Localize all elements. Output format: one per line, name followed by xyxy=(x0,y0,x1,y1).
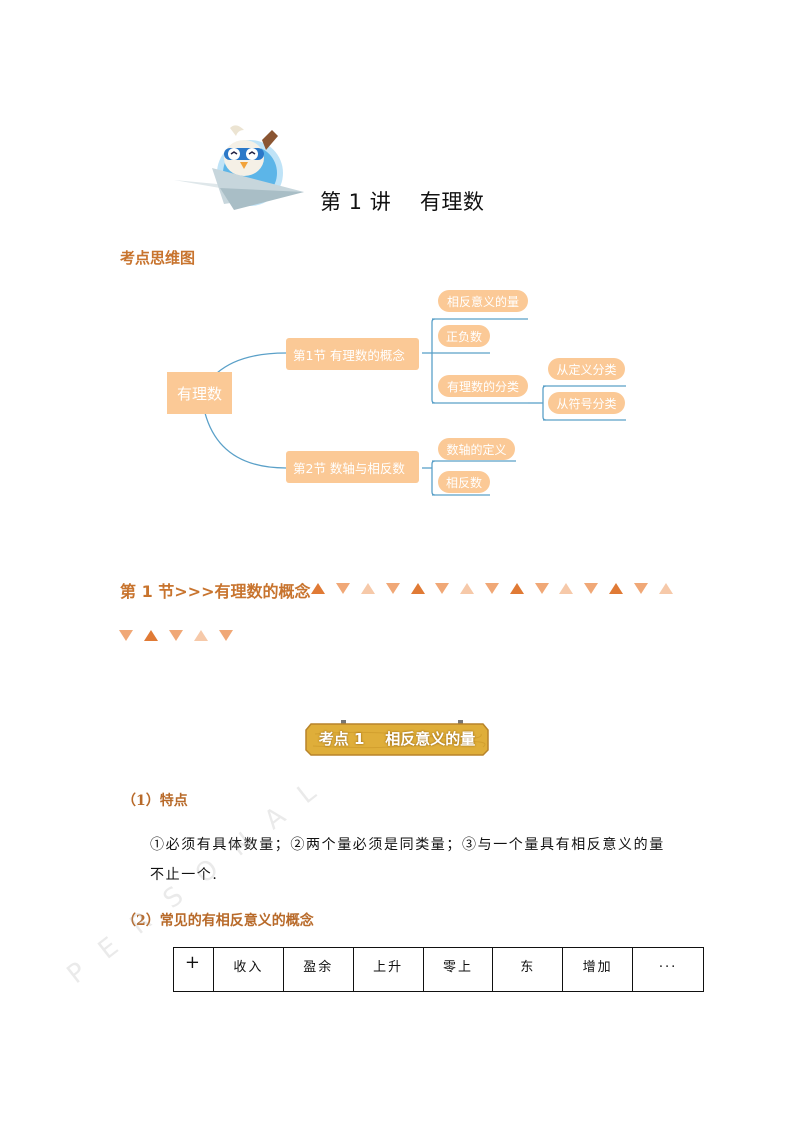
triangle-up-icon xyxy=(405,581,430,595)
mindmap-connectors xyxy=(204,318,626,496)
triangle-up-icon xyxy=(554,581,579,595)
triangle-down-icon xyxy=(380,581,405,595)
opposite-concepts-table: + 收入 盈余 上升 零上 东 增加 ... xyxy=(173,947,704,992)
table-cell: 收入 xyxy=(212,947,284,992)
triangle-up-icon xyxy=(306,581,331,595)
triangle-down-icon xyxy=(579,581,604,595)
triangle-up-icon xyxy=(653,581,678,595)
features-line-2: 不止一个. xyxy=(150,867,219,883)
mindmap-node-number-line-definition: 数轴的定义 xyxy=(438,438,515,460)
table-row: + 收入 盈余 上升 零上 东 增加 ... xyxy=(173,947,704,992)
decorative-triangles-row-2 xyxy=(114,628,238,642)
triangle-down-icon xyxy=(164,628,189,642)
table-cell-plus: + xyxy=(173,947,214,992)
triangle-down-icon xyxy=(213,628,238,642)
table-cell: 东 xyxy=(492,947,564,992)
triangle-down-icon xyxy=(628,581,653,595)
topic-1-label: 考点 1 相反意义的量 xyxy=(318,729,476,748)
table-cell-ellipsis: ... xyxy=(632,947,704,992)
lecture-title: 第 1 讲 有理数 xyxy=(320,190,485,214)
concepts-heading: （2）常见的有相反意义的概念 xyxy=(122,913,314,929)
table-cell: 增加 xyxy=(562,947,634,992)
mindmap-node-opposite-numbers: 相反数 xyxy=(438,471,490,493)
features-line-1: ①必须有具体数量；②两个量必须是同类量；③与一个量具有相反意义的量 xyxy=(150,837,665,853)
mindmap-node-by-definition: 从定义分类 xyxy=(548,358,625,380)
triangle-up-icon xyxy=(356,581,381,595)
triangle-up-icon xyxy=(604,581,629,595)
mindmap-node-by-sign: 从符号分类 xyxy=(548,392,625,414)
triangle-up-icon xyxy=(188,628,213,642)
triangle-down-icon xyxy=(114,628,139,642)
triangle-down-icon xyxy=(331,581,356,595)
mindmap-node-classification: 有理数的分类 xyxy=(438,375,528,397)
mindmap-heading: 考点思维图 xyxy=(120,249,196,267)
section-1-title: 第 1 节>>>有理数的概念 xyxy=(120,582,311,601)
table-cell: 盈余 xyxy=(282,947,354,992)
decorative-triangles-row-1 xyxy=(306,581,678,595)
mindmap-root-node: 有理数 xyxy=(167,372,232,414)
triangle-up-icon xyxy=(139,628,164,642)
triangle-down-icon xyxy=(529,581,554,595)
triangle-up-icon xyxy=(455,581,480,595)
paper-plane-bird-mascot-icon xyxy=(172,118,312,213)
mindmap-node-positive-negative: 正负数 xyxy=(438,325,490,347)
table-cell: 上升 xyxy=(352,947,424,992)
mindmap-section-1-node: 第1节 有理数的概念 xyxy=(286,338,419,370)
table-cell: 零上 xyxy=(422,947,494,992)
triangle-up-icon xyxy=(504,581,529,595)
features-heading: （1）特点 xyxy=(122,793,188,809)
triangle-down-icon xyxy=(480,581,505,595)
mindmap-section-2-node: 第2节 数轴与相反数 xyxy=(286,451,419,483)
mindmap-node-opposite-quantities: 相反意义的量 xyxy=(438,290,528,312)
triangle-down-icon xyxy=(430,581,455,595)
wooden-sign-banner xyxy=(305,720,489,756)
